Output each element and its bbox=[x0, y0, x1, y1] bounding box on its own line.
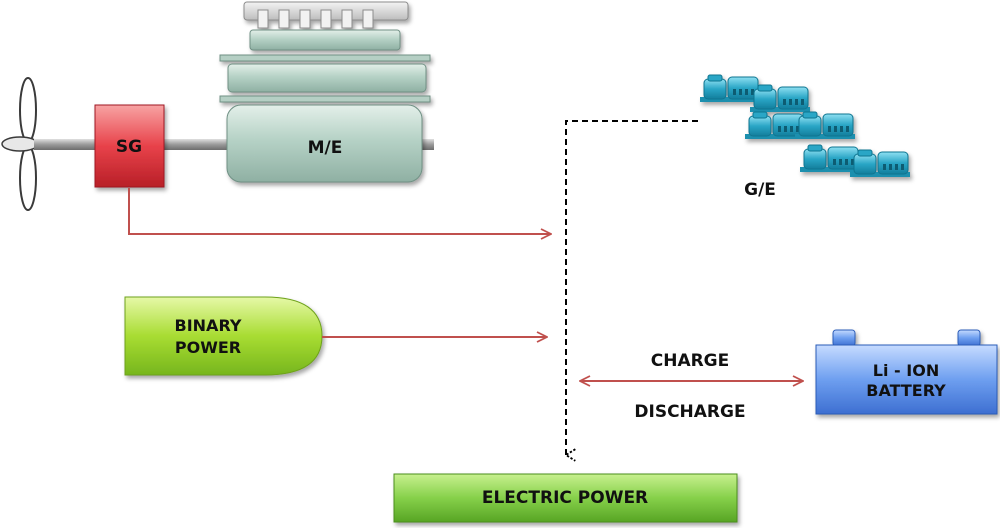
battery-label-line1: Li - ION bbox=[873, 361, 939, 380]
main-engine bbox=[219, 1, 431, 183]
battery-label-line2: BATTERY bbox=[866, 381, 946, 400]
battery-box bbox=[815, 329, 998, 415]
charge-label: CHARGE bbox=[651, 351, 730, 371]
binary-power-label-line2: POWER bbox=[175, 338, 241, 357]
sg-power-arrow bbox=[128, 188, 551, 234]
electric-power-label: ELECTRIC POWER bbox=[482, 488, 648, 508]
propeller-icon bbox=[1, 77, 39, 211]
ge-dashed-connector bbox=[566, 120, 698, 455]
binary-power-label-line1: BINARY bbox=[175, 316, 242, 335]
binary-power-box bbox=[124, 296, 323, 376]
generator-engine-label: G/E bbox=[744, 180, 776, 200]
discharge-label: DISCHARGE bbox=[634, 402, 745, 422]
sg-label: SG bbox=[116, 137, 142, 157]
main-engine-label: M/E bbox=[308, 138, 343, 158]
shaft-generator-box bbox=[94, 104, 165, 188]
electric-power-box bbox=[393, 473, 738, 523]
generator-engine-icon bbox=[699, 74, 911, 178]
